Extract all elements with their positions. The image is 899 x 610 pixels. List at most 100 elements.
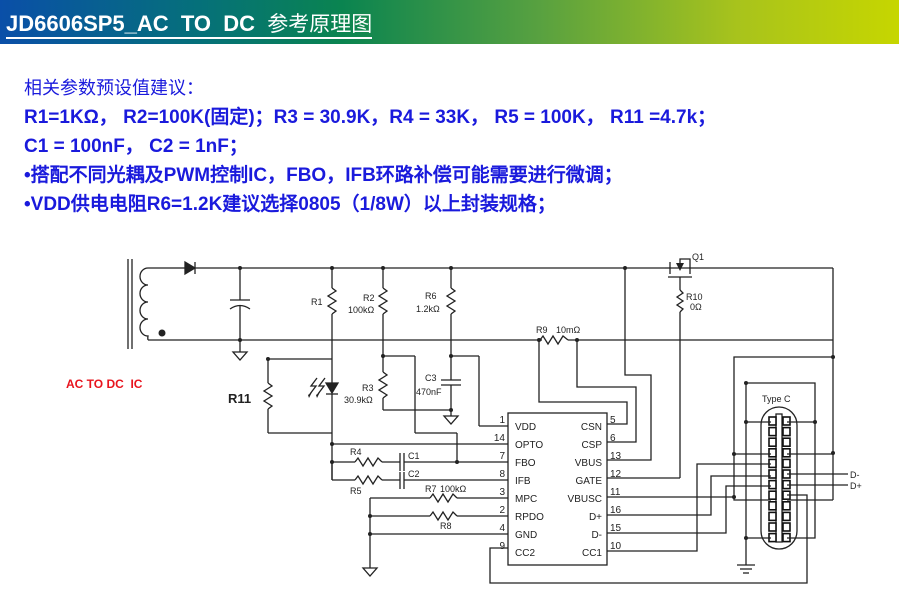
resistor-r2: R2 100kΩ — [348, 266, 389, 356]
ic-pin-number: 14 — [494, 433, 506, 444]
vbus-sense-wire — [607, 266, 652, 461]
light-arrow-icon — [309, 377, 318, 395]
r9-value: 10mΩ — [556, 325, 581, 335]
q1-label: Q1 — [692, 252, 704, 262]
type-c-pin — [782, 500, 791, 511]
ic-pin-name: MPC — [515, 494, 537, 505]
ic-pin-number: 10 — [610, 541, 622, 552]
resistor-r6: R6 1.2kΩ — [416, 266, 457, 356]
ic-pin-name: VBUS — [575, 458, 603, 469]
resistor-r9: R9 10mΩ — [536, 325, 833, 443]
optocoupler-led — [308, 377, 340, 480]
ac-to-dc-ic-label: AC TO DC IC — [66, 377, 143, 391]
type-c-connector: Type C — [760, 394, 798, 550]
r3-label: R3 — [362, 383, 374, 393]
r11-label: R11 — [228, 391, 252, 406]
transformer-dot — [158, 329, 166, 337]
notes-resistors: R1=1KΩ， R2=100K(固定)；R3 = 30.9K，R4 = 33K，… — [24, 107, 717, 128]
notes-intro: 相关参数预设值建议： — [24, 78, 204, 99]
ic-pin-name: CSP — [581, 440, 602, 451]
ic-pin-number: 9 — [499, 541, 505, 552]
r7-label: R7 — [425, 484, 437, 494]
c2-label: C2 — [408, 469, 420, 479]
d-minus-label: D- — [850, 470, 860, 480]
ic-pin-name: GND — [515, 530, 537, 541]
r8-label: R8 — [440, 521, 452, 531]
ic-pin-name: VBUSC — [568, 494, 602, 505]
ic-pin-name: RPDO — [515, 512, 544, 523]
ic-pin-number: 2 — [499, 505, 505, 516]
type-c-wiring: D- D+ — [489, 356, 862, 584]
ic-pin-name: D- — [591, 530, 602, 541]
r2-value: 100kΩ — [348, 305, 375, 315]
type-c-pin — [768, 469, 777, 479]
capacitor-c3: C3 470nF — [416, 354, 508, 427]
type-c-pin — [782, 426, 791, 437]
type-c-pin — [782, 511, 791, 522]
ic-pin-name: CC1 — [582, 548, 602, 559]
resistor-r5 — [354, 474, 383, 486]
ground-icon — [231, 351, 249, 361]
page-title-cn: 参考原理图 — [267, 12, 373, 36]
type-c-pin — [768, 511, 777, 522]
ground-icon — [442, 415, 460, 425]
r2-label: R2 — [363, 293, 375, 303]
r10-label: R10 — [686, 292, 703, 302]
ic-pin-name: CSN — [581, 422, 602, 433]
ic-pin-name: GATE — [576, 476, 603, 487]
resistor-r7 — [429, 492, 458, 504]
type-c-pin — [782, 437, 791, 448]
ic-pin-number: 4 — [499, 523, 505, 534]
transformer — [127, 259, 170, 349]
controller-ic: 1VDD14OPTO7FBO8IFB3MPC2RPDO4GND9CC25CSN6… — [494, 412, 622, 566]
c3-label: C3 — [425, 373, 437, 383]
ic-pin-name: VDD — [515, 422, 536, 433]
ic-pin-number: 7 — [499, 451, 505, 462]
ic-pin-number: 5 — [610, 415, 616, 426]
compensation-network: R4 R5 C1 C2 — [330, 442, 508, 496]
r4-label: R4 — [350, 447, 362, 457]
ic-pin-number: 6 — [610, 433, 616, 444]
resistor-r11 — [262, 357, 332, 434]
type-c-pin — [782, 522, 791, 532]
mpc-rpdo-network: R7 100kΩ R8 — [361, 484, 508, 577]
type-c-pin — [768, 522, 777, 532]
ic-pin-name: CC2 — [515, 548, 535, 559]
ic-pin-name: OPTO — [515, 440, 543, 451]
mosfet-q1: Q1 — [665, 252, 704, 290]
r7-value: 100kΩ — [440, 484, 467, 494]
page-title-latin: JD6606SP5_AC TO DC — [6, 11, 268, 36]
c3-value: 470nF — [416, 387, 442, 397]
r6-label: R6 — [425, 291, 437, 301]
bulk-capacitor — [229, 266, 251, 361]
type-c-pin — [768, 479, 777, 490]
ground-icon — [361, 567, 379, 577]
type-c-label: Type C — [762, 394, 791, 404]
output-diode — [170, 260, 240, 276]
c1-label: C1 — [408, 451, 420, 461]
parameter-notes: 相关参数预设值建议： R1=1KΩ， R2=100K(固定)；R3 = 30.9… — [24, 74, 716, 219]
type-c-pin — [782, 416, 791, 426]
ic-pin-number: 8 — [499, 469, 505, 480]
ic-pin-number: 16 — [610, 505, 622, 516]
type-c-pin — [768, 426, 777, 437]
resistor-r10: R10 0Ω — [607, 289, 703, 479]
r5-label: R5 — [350, 486, 362, 496]
type-c-pin — [782, 458, 791, 469]
type-c-pin — [768, 490, 777, 501]
type-c-pin — [768, 447, 777, 458]
resistor-r4 — [354, 456, 383, 468]
ic-pin-number: 3 — [499, 487, 505, 498]
ic-pin-name: FBO — [515, 458, 536, 469]
r3-value: 30.9kΩ — [344, 395, 373, 405]
title-banner: JD6606SP5_AC TO DC 参考原理图 — [0, 0, 899, 44]
page-title: JD6606SP5_AC TO DC 参考原理图 — [6, 11, 373, 39]
resistor-r3: R3 30.9kΩ — [344, 354, 458, 462]
notes-loop-compensation: •搭配不同光耦及PWM控制IC，FBO，IFB环路补偿可能需要进行微调； — [24, 165, 623, 186]
resistor-r8 — [429, 510, 458, 522]
r9-label: R9 — [536, 325, 548, 335]
r10-value: 0Ω — [690, 302, 702, 312]
type-c-pin — [768, 437, 777, 448]
ic-pin-number: 1 — [499, 415, 505, 426]
